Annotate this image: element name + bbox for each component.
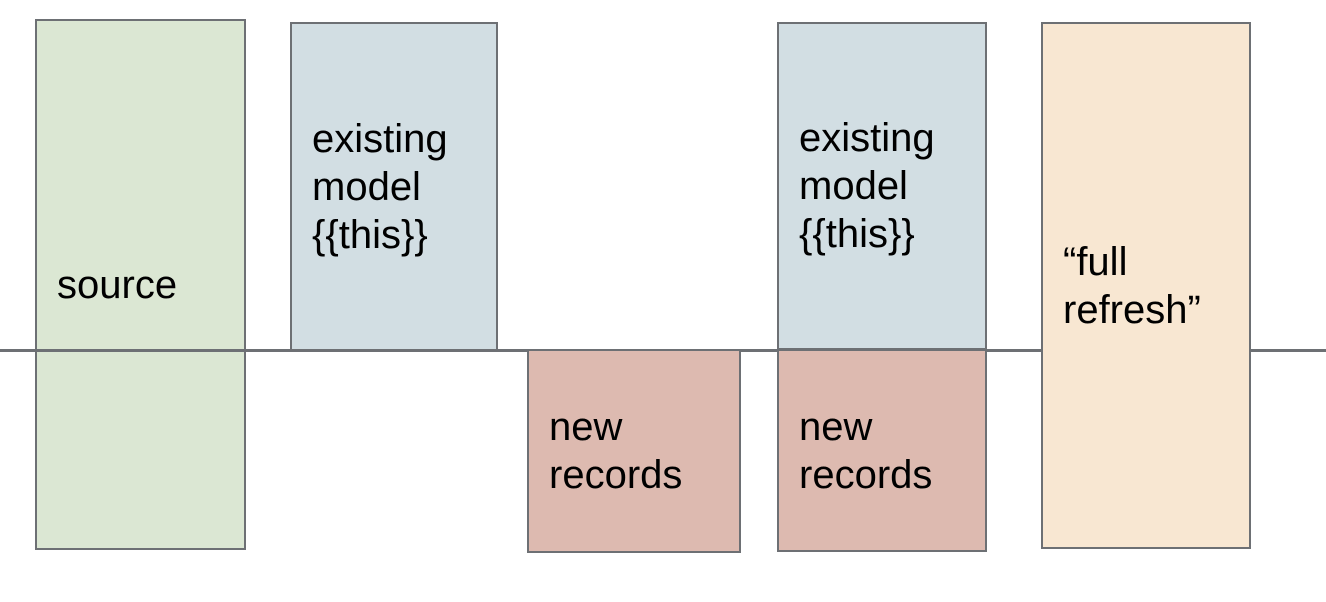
box-new-records-right-label: new records — [799, 404, 933, 497]
box-source: source — [35, 19, 246, 550]
box-source-label: source — [57, 262, 178, 307]
box-existing-model-left: existing model {{this}} — [290, 22, 498, 351]
box-full-refresh-label: “full refresh” — [1063, 239, 1201, 332]
box-existing-model-left-label: existing model {{this}} — [312, 116, 448, 257]
box-new-records-left-label: new records — [549, 405, 683, 497]
box-existing-model-right: existing model {{this}} — [777, 22, 987, 350]
box-existing-model-right-label: existing model {{this}} — [799, 116, 935, 256]
box-full-refresh: “full refresh” — [1041, 22, 1251, 549]
box-new-records-left: new records — [527, 349, 741, 553]
box-new-records-right: new records — [777, 349, 987, 552]
